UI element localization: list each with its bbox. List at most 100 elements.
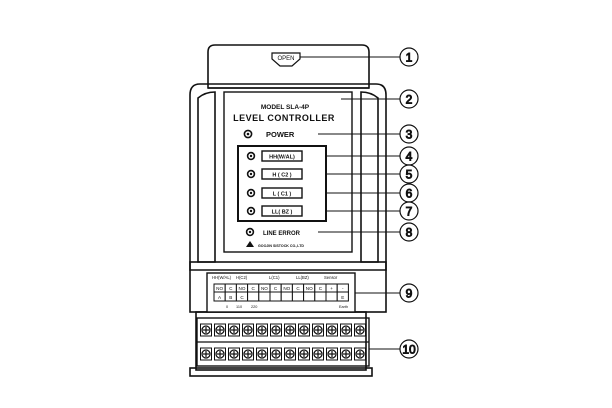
screw-terminal	[312, 323, 324, 337]
indicator-hh: HH(W/AL)	[246, 150, 303, 162]
screw-terminal	[256, 347, 268, 361]
screw-terminal	[242, 323, 254, 337]
screw-terminal	[200, 347, 212, 361]
indicator-label-h: H ( C2 )	[272, 173, 291, 179]
upper-cell-label: C	[229, 286, 233, 291]
callout-number: 10	[402, 343, 416, 357]
callout-6: 6	[326, 183, 419, 203]
screw-terminal	[326, 347, 338, 361]
indicator-label-ll: LL( BZ )	[272, 210, 293, 216]
upper-cell-label: C	[252, 286, 256, 291]
screw-terminal	[354, 323, 366, 337]
indicator-label-hh: HH(W/AL)	[269, 155, 295, 161]
lower-cell	[314, 291, 327, 302]
screw-terminal-block	[196, 317, 370, 367]
callout-1: 1	[300, 47, 419, 67]
callout-number: 3	[406, 128, 413, 142]
callout-2: 2	[341, 89, 419, 109]
open-tab[interactable]: OPEN	[271, 52, 301, 67]
screw-terminal	[214, 323, 226, 337]
panel-title: LEVEL CONTROLLER	[233, 113, 335, 123]
callout-3: 3	[318, 124, 419, 144]
upper-cell-label: NO	[306, 286, 313, 291]
screw-terminal	[270, 347, 282, 361]
terminal-label-block: HH(W/AL) H(C2) L(C1) LL(BZ) Sensor NO C NO…	[206, 272, 356, 313]
lower-cell	[247, 291, 260, 302]
screw-terminal	[312, 347, 324, 361]
lower-cell	[325, 291, 338, 302]
sub-label-220: 220	[251, 305, 257, 309]
lower-cell	[303, 291, 316, 302]
screw-terminal	[270, 323, 282, 337]
callout-number: 4	[406, 150, 413, 164]
upper-cell-label: C	[319, 286, 323, 291]
line-error-label: LINE ERROR	[263, 231, 301, 237]
sub-label-0: 0	[226, 305, 228, 309]
callout-7: 7	[326, 201, 419, 221]
callout-9: 9	[355, 283, 419, 303]
callout-4: 4	[326, 146, 419, 166]
maker-label: GOOJIN SISTOCK CO.,LTD	[258, 244, 304, 248]
screw-terminal	[340, 323, 352, 337]
upper-cell-label: +	[330, 286, 333, 291]
lower-cell-label: B	[229, 295, 232, 300]
callout-number: 9	[406, 287, 413, 301]
lower-cell-label: A	[218, 295, 222, 300]
model-label: MODEL SLA-4P	[261, 104, 310, 111]
lower-cell	[280, 291, 293, 302]
indicator-ll: LL( BZ )	[246, 205, 303, 217]
callout-number: 2	[406, 93, 413, 107]
screw-terminal	[200, 323, 212, 337]
lower-cell-label: E	[341, 295, 344, 300]
upper-cell-label: -	[342, 286, 344, 291]
indicator-h: H ( C2 )	[246, 168, 303, 180]
maker-logo	[246, 241, 254, 247]
sub-label-110: 110	[236, 305, 242, 309]
screw-terminal	[298, 323, 310, 337]
callout-number: 5	[406, 168, 413, 182]
callout-number: 6	[406, 187, 413, 201]
group-label-ll: LL(BZ)	[296, 275, 309, 280]
screw-terminal	[354, 347, 366, 361]
lower-cell-label: C	[240, 295, 244, 300]
lower-cell	[269, 291, 282, 302]
screw-terminal	[298, 347, 310, 361]
group-label-h: H(C2)	[236, 275, 248, 280]
upper-cell-label: C	[296, 286, 300, 291]
upper-cell-label: C	[274, 286, 278, 291]
callout-number: 7	[406, 205, 413, 219]
screw-terminal	[256, 323, 268, 337]
screw-terminal	[284, 347, 296, 361]
group-label-sensor: Sensor	[324, 275, 338, 280]
callout-8: 8	[318, 222, 419, 242]
callout-5: 5	[326, 164, 419, 184]
upper-cell-label: NO	[283, 286, 290, 291]
screw-terminal	[284, 323, 296, 337]
group-label-l: L(C1)	[269, 275, 280, 280]
group-label-hh: HH(W/AL)	[212, 275, 232, 280]
screw-terminal	[326, 323, 338, 337]
screw-terminal	[214, 347, 226, 361]
screw-terminal	[228, 347, 240, 361]
front-panel	[223, 91, 353, 253]
callout-number: 1	[406, 51, 413, 65]
lower-cell	[291, 291, 305, 302]
callout-group: 1 2 3 4 5 6 7 8 9 10	[300, 47, 419, 359]
callout-10: 10	[369, 339, 419, 359]
screw-terminal	[242, 347, 254, 361]
callout-number: 8	[406, 226, 413, 240]
screw-terminal	[340, 347, 352, 361]
indicator-l: L ( C1 )	[246, 187, 303, 199]
lower-cell	[258, 291, 271, 302]
sub-label-earth: Earth	[339, 305, 348, 309]
upper-cell-label: NO	[261, 286, 268, 291]
upper-cell-label: NO	[216, 286, 223, 291]
lower-cell	[336, 291, 349, 302]
indicator-label-l: L ( C1 )	[273, 192, 292, 198]
power-label: POWER	[266, 130, 295, 139]
open-label: OPEN	[277, 56, 294, 62]
screw-terminal	[228, 323, 240, 337]
upper-cell-label: NO	[239, 286, 246, 291]
